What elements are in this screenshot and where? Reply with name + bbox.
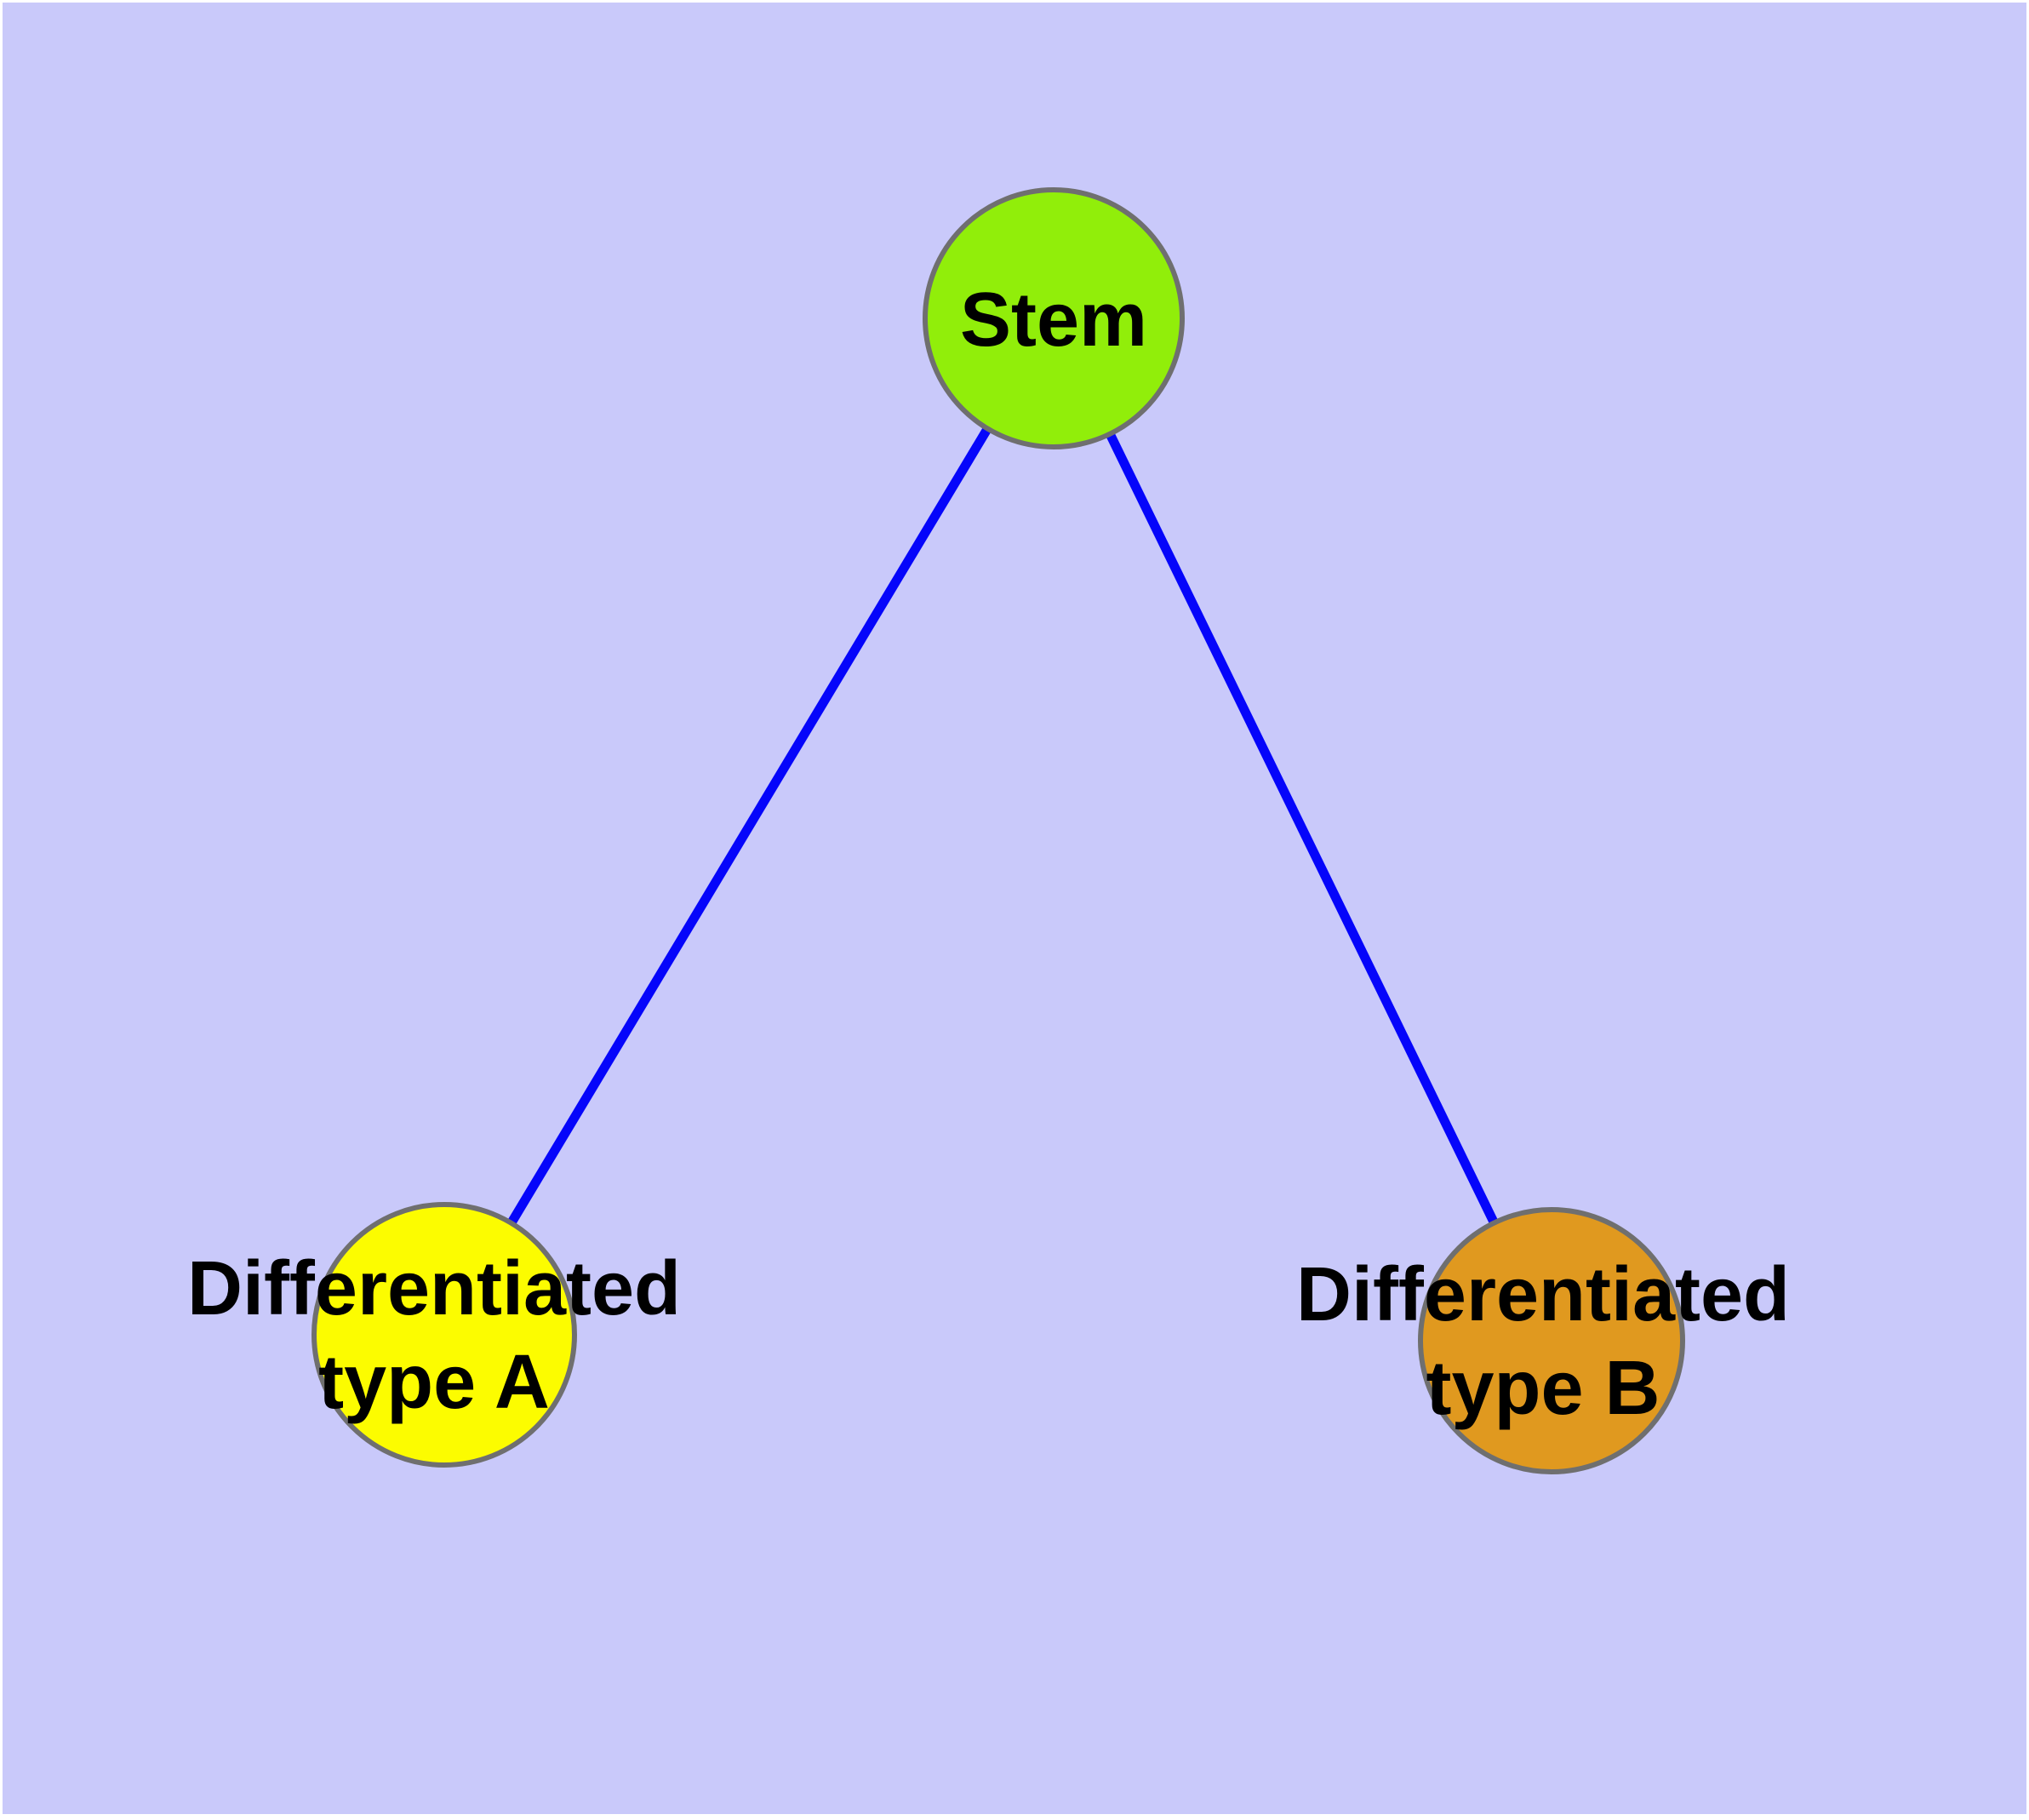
type-b-node-label-line1: Differentiated xyxy=(1296,1252,1790,1337)
edge-stem-to-type-b xyxy=(1049,316,1556,1343)
node-stem xyxy=(923,187,1185,449)
stem-node-label: Stem xyxy=(960,278,1147,363)
node-differentiated-type-a xyxy=(311,1202,577,1468)
edge-stem-to-type-a xyxy=(440,316,1058,1337)
type-a-node-label-line2: type A xyxy=(318,1340,550,1425)
node-differentiated-type-b xyxy=(1418,1207,1685,1474)
type-a-node-label-line1: Differentiated xyxy=(187,1246,681,1331)
type-b-node-label-line2: type B xyxy=(1426,1346,1660,1431)
